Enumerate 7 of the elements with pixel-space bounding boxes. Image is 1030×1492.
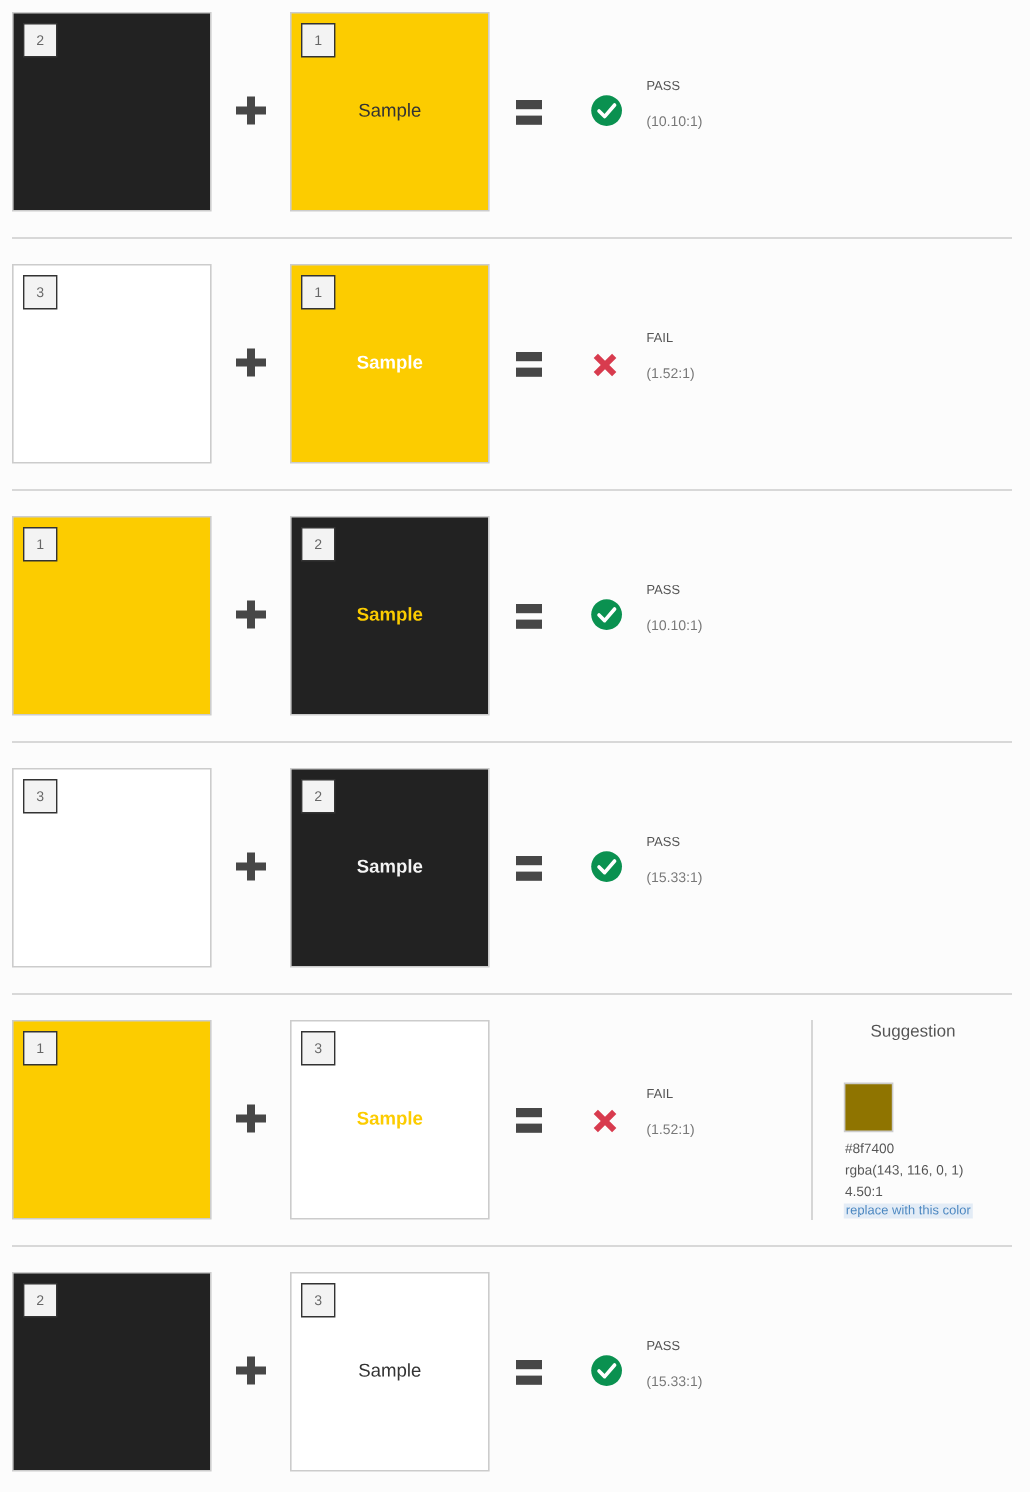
color-square [12,1020,212,1220]
color-square [12,264,212,464]
color-square [12,1272,212,1472]
heading: Suggestion [871,1024,955,1041]
color-square [12,768,212,968]
color-square [12,516,212,716]
color-square [12,12,212,212]
